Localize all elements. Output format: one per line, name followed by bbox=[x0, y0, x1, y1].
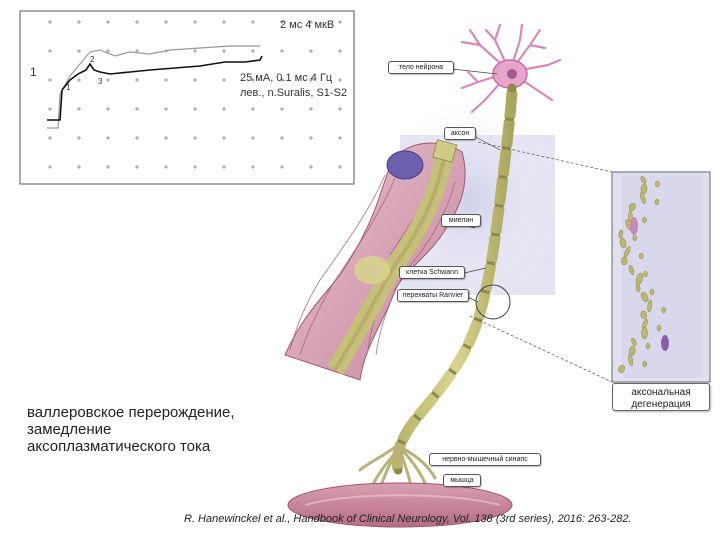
axon-fragment bbox=[655, 181, 659, 187]
label-myelin: миелин bbox=[441, 214, 481, 227]
emg-params-line2: лев., n.Suralis, S1-S2 bbox=[240, 87, 347, 99]
axon-fragment bbox=[644, 271, 648, 277]
label-synapse: нервно-мышечный синапс bbox=[429, 453, 541, 466]
axon-fragment bbox=[655, 199, 659, 205]
label-axon: аксон bbox=[444, 127, 476, 140]
citation: R. Hanewinckel et al., Handbook of Clini… bbox=[184, 513, 632, 525]
emg-header-text: 2 мс 4 мкВ bbox=[280, 19, 334, 31]
axon-fragment bbox=[633, 235, 637, 241]
axon-fragment bbox=[642, 217, 646, 223]
zoom-line-bottom bbox=[470, 316, 612, 382]
axon-fragment bbox=[650, 289, 654, 295]
emg-marker-small-1: 1 bbox=[66, 83, 71, 92]
emg-marker-small-3: 3 bbox=[98, 77, 103, 86]
axon-fragment bbox=[641, 327, 647, 339]
label-muscle: мышца bbox=[443, 474, 481, 487]
emg-marker-small-2: 2 bbox=[90, 55, 95, 64]
axon-fragment bbox=[621, 257, 627, 265]
axon-fragment bbox=[639, 253, 643, 259]
degeneration-panel bbox=[612, 172, 710, 382]
label-ranvier: перехваты Ranvier bbox=[397, 289, 469, 302]
label-degeneration-line2: дегенерация bbox=[613, 399, 709, 411]
emg-marker-1: 1 bbox=[30, 65, 37, 79]
caption-line2: замедление bbox=[27, 421, 327, 438]
emg-recording: 2 мс 4 мкВ 1 1 2 3 25 мА, 0.1 мс 4 Гц ле… bbox=[20, 11, 354, 184]
caption-line3: аксоплазматического тока bbox=[27, 438, 327, 455]
label-schwann: клетка Schwann bbox=[399, 266, 465, 279]
axon-fragment bbox=[643, 361, 647, 367]
axon-fragment bbox=[662, 307, 666, 313]
axon-fragment bbox=[657, 325, 661, 331]
label-neuron-body: тело нейрона bbox=[388, 61, 454, 74]
axon-fragment bbox=[646, 343, 650, 349]
label-axonal-degeneration: аксональная дегенерация bbox=[612, 383, 710, 411]
caption-text: валлеровское перерождение, замедление ак… bbox=[27, 404, 327, 455]
emg-params-line1: 25 мА, 0.1 мс 4 Гц bbox=[240, 72, 333, 84]
label-degeneration-line1: аксональная bbox=[613, 387, 709, 399]
caption-line1: валлеровское перерождение, bbox=[27, 404, 327, 421]
